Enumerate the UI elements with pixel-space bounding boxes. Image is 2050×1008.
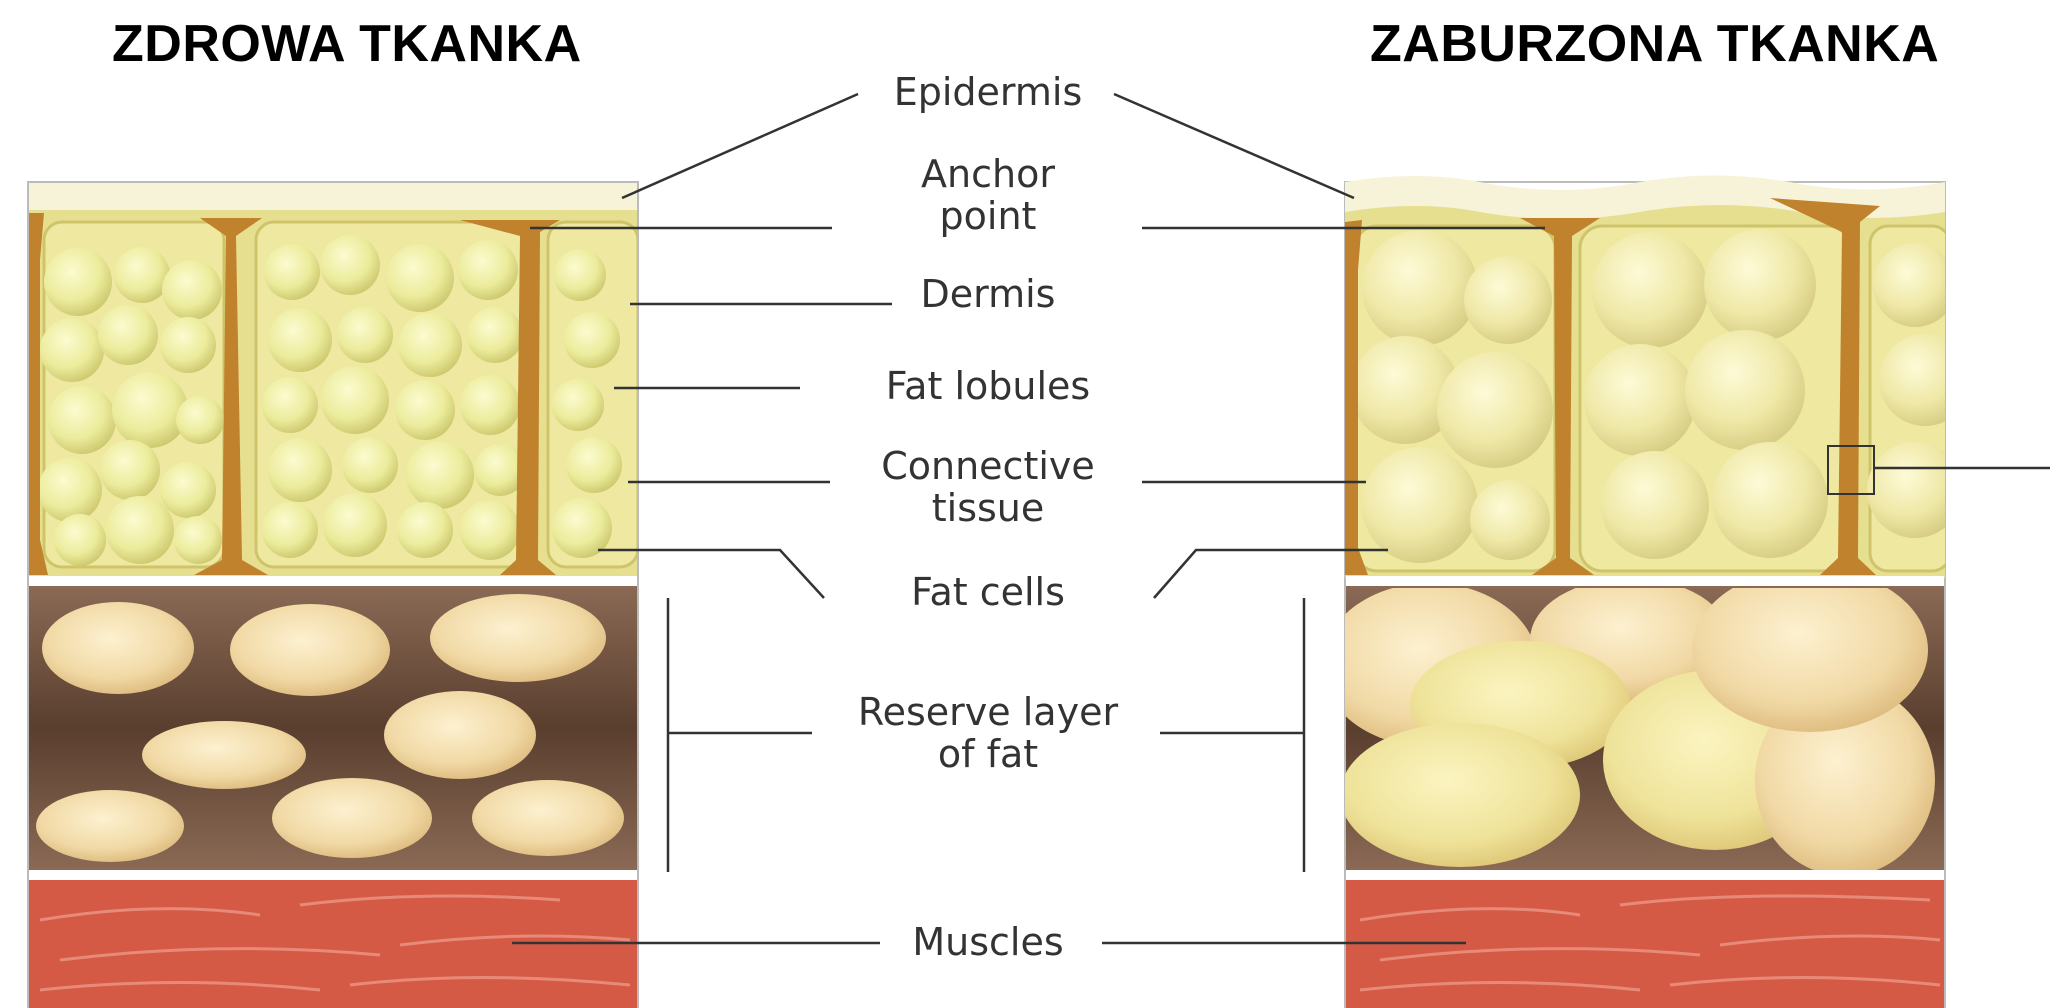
disordered-fat-lobules: [1351, 226, 1971, 571]
healthy-tissue-block: [28, 182, 638, 1008]
label-fat-lobules: Fat lobules: [886, 364, 1090, 408]
label-dermis: Dermis: [921, 272, 1056, 316]
disordered-tissue-block: [1322, 175, 1971, 1008]
label-connective-line2: tissue: [932, 486, 1045, 530]
label-connective-line1: Connective: [881, 444, 1095, 488]
label-epidermis: Epidermis: [894, 70, 1083, 114]
label-anchor-line1: Anchor: [921, 152, 1055, 196]
healthy-epidermis: [29, 183, 637, 211]
leader-epidermis-left: [622, 94, 858, 198]
label-reserve-line1: Reserve layer: [858, 690, 1118, 734]
label-anchor-line2: point: [940, 194, 1037, 238]
healthy-fat-lobules: [38, 222, 638, 567]
label-fat-cells: Fat cells: [911, 570, 1065, 614]
label-reserve-line2: of fat: [938, 732, 1038, 776]
leader-epidermis-right: [1114, 94, 1354, 198]
label-muscles: Muscles: [912, 920, 1063, 964]
